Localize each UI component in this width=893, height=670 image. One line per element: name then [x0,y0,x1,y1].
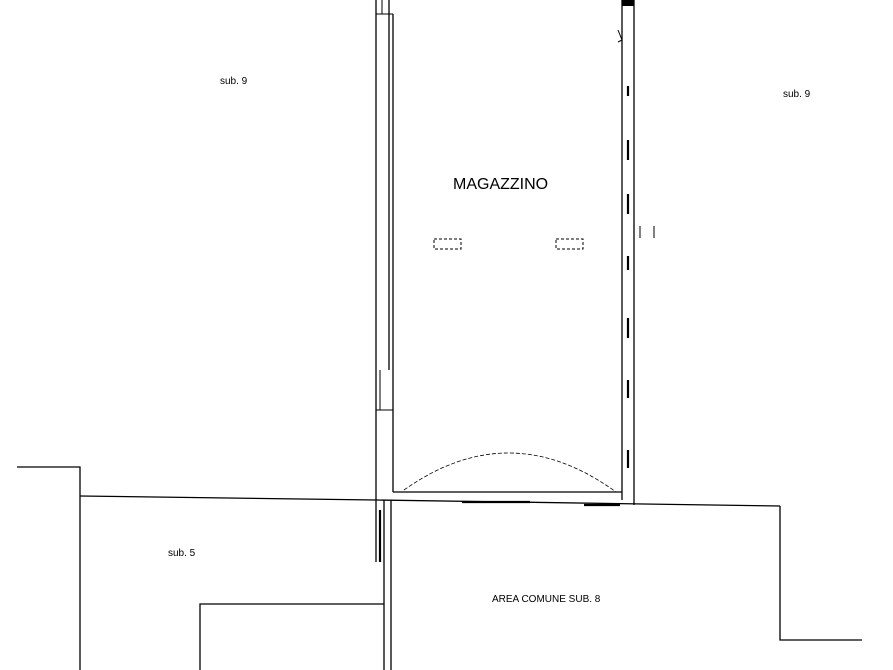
fixture-dashed-left [433,238,462,250]
door-swing-arc [403,452,617,493]
lower-walls [17,466,862,670]
left-step-wall [17,466,81,490]
label-magazzino: MAGAZZINO [453,176,548,193]
right-wall-notch [617,29,623,43]
magazzino-walls [375,0,655,507]
right-wall-cap [622,0,634,6]
sub5-top-wall [79,495,377,501]
label-sub9-left: sub. 9 [220,76,248,87]
label-area-comune: AREA COMUNE SUB. 8 [492,594,601,605]
area-comune-right-wall [779,506,862,641]
fixture-dashed-right [555,238,584,250]
label-sub5: sub. 5 [168,548,196,559]
sub5-inner-wall [199,603,384,670]
label-sub9-right: sub. 9 [783,89,811,100]
common-top-wall [375,499,781,507]
